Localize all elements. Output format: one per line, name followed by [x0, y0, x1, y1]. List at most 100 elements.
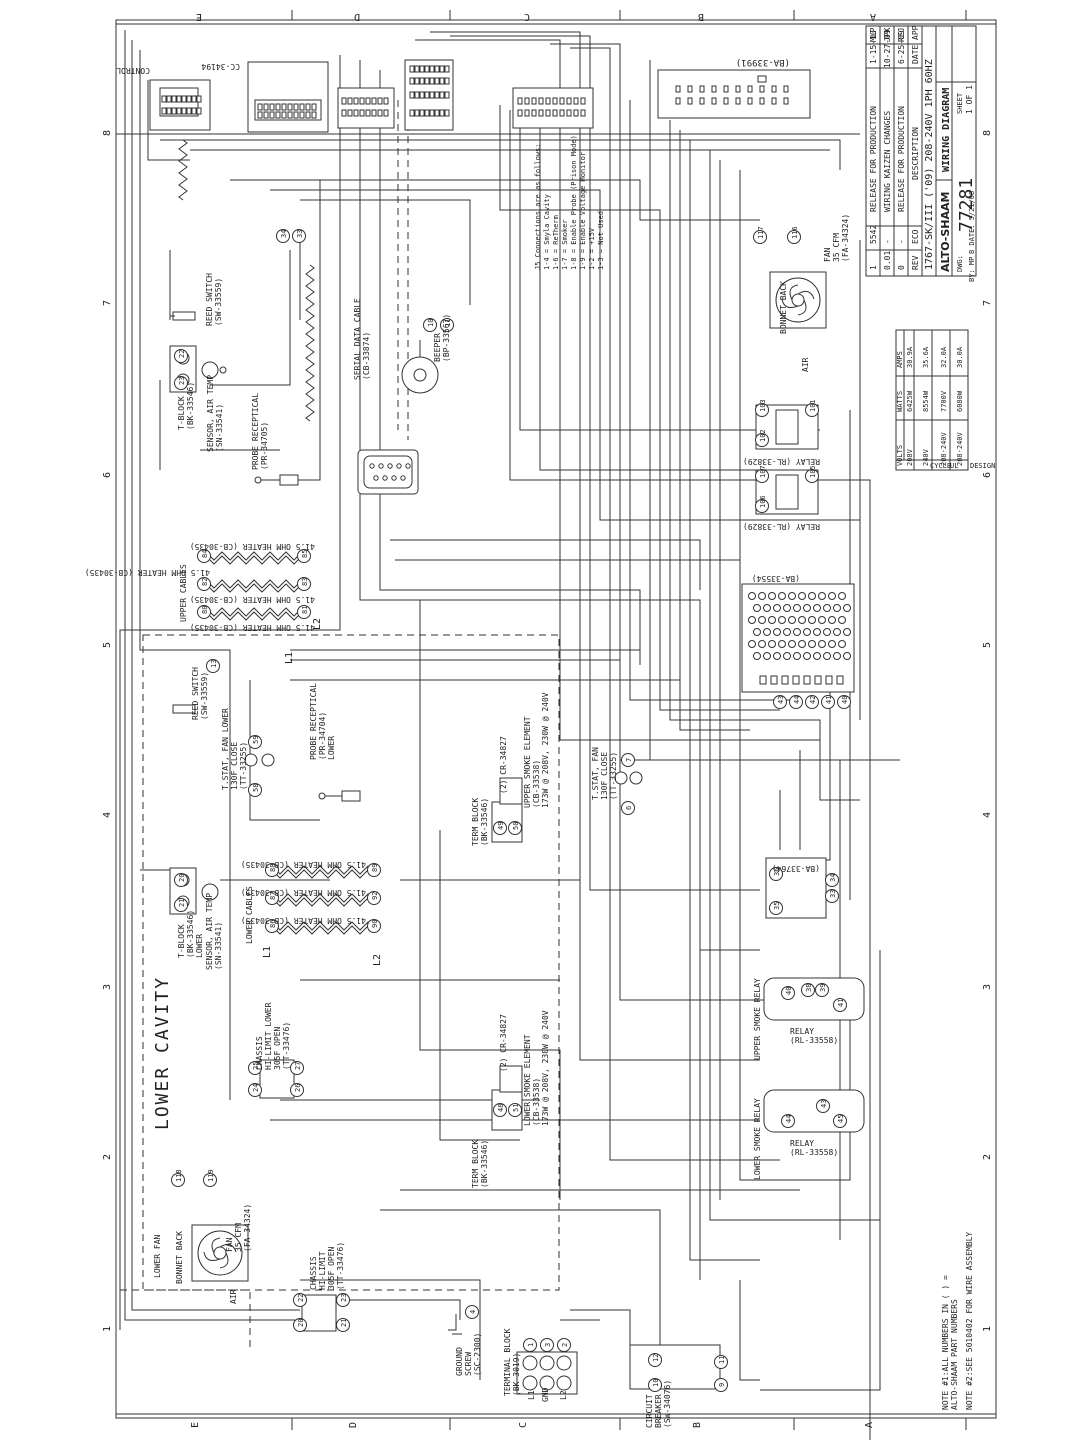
drawing-title: WIRING DIAGRAM [941, 88, 952, 172]
control-label-line: CONTROL [116, 66, 150, 75]
rating-header: AMPS [896, 351, 904, 368]
lower-cavity-outline [142, 634, 560, 1291]
db9-serial-port [357, 449, 419, 495]
rev2-app: JPK [883, 27, 892, 42]
upper-term-label: TERM BLOCK(BK-33546) [471, 798, 489, 846]
rev-head-desc: DESCRIPTION [911, 127, 920, 180]
wire-number: 22 [297, 1294, 305, 1302]
wire-number: 33 [296, 230, 304, 238]
upper-cr-label: (2) CR-34827 [499, 736, 508, 794]
row-marker-right: 7 [982, 300, 993, 306]
wire-number: 22 [178, 350, 186, 358]
upper-reed-label: REED SWITCH(SW-33559) [205, 273, 223, 326]
wire-number: 23 [178, 377, 186, 385]
rev-head-date: DATE [911, 45, 920, 64]
wire-number: 88 [269, 864, 277, 872]
wire-number: 82 [201, 578, 209, 586]
row-marker-right: 4 [982, 812, 993, 818]
rating-volts: 208-240V [940, 431, 948, 466]
lower-relay-label-line: (RL-33558) [790, 1148, 838, 1157]
lower-probe-label-line: (PR-34704) [318, 712, 327, 760]
wire-number: 25 [252, 1062, 260, 1070]
row-marker-right: 2 [982, 1154, 993, 1160]
row-marker-left: 2 [102, 1154, 113, 1160]
control-label: CONTROL [116, 66, 150, 75]
upper-air-label: AIR [801, 357, 810, 372]
wire-number: 20 [178, 874, 186, 882]
relay2-label: RELAY (RL-33829) [743, 522, 820, 531]
wire-number: 102 [759, 429, 767, 442]
wire-number: 7 [625, 758, 633, 762]
chassis-hi-label-line: HI-LIMIT [318, 1251, 327, 1290]
col-marker-top: C [524, 11, 530, 22]
row-marker-right: 1 [982, 1326, 993, 1332]
wire-number: 2 [561, 1343, 569, 1347]
wire-number: 59 [252, 736, 260, 744]
wire-number: 89 [371, 864, 379, 872]
col-marker-top: B [698, 11, 704, 22]
lower-chassis-label-line: (TT-33476) [282, 1022, 291, 1070]
wire-number: 84 [201, 550, 209, 558]
wire-number: 40 [841, 696, 849, 704]
wire-number: 117 [757, 226, 765, 239]
rev3-eco: - [897, 239, 906, 244]
lower-tblock-label: T-BLOCK(BK-33546)LOWER [177, 910, 204, 958]
wire-number: 81 [301, 606, 309, 614]
col-marker-bottom: B [692, 1422, 703, 1428]
wire-number: 1 [527, 1343, 535, 1347]
beeper-label: BEEPER(BP-33567) [433, 314, 451, 362]
upper-reed-switch [170, 311, 196, 321]
lower-air-label-line: AIR [229, 1289, 238, 1304]
beeper [401, 340, 439, 394]
rating-watts: 7700V [940, 390, 948, 412]
terminal-label-line: (BK-3019) [512, 1353, 521, 1396]
term-l2: L2 [559, 1390, 568, 1400]
cc-label-line: CC-34194 [201, 62, 240, 71]
wire-number: 24 [252, 1084, 260, 1092]
wire-number: 87 [269, 892, 277, 900]
lower-sensor-label-line: (SN-33541) [214, 922, 223, 970]
upper-smoke-relay-label: UPPER SMOKE RELAY [753, 978, 762, 1060]
upper-heater-3-label-line: 41.5 OHM HEATER (CB-30435) [190, 623, 315, 632]
wire-number: 35 [773, 902, 781, 910]
upper-fan-spec-label-line: FAN [823, 247, 832, 262]
serial-label-line: SERIAL DATA CABLE [353, 298, 362, 380]
upper-heater-3-label: 41.5 OHM HEATER (CB-30435) [190, 623, 315, 632]
ground-label-line: SCREW [464, 1352, 473, 1376]
control-connector [149, 79, 211, 131]
rev2-eco: - [883, 239, 892, 244]
breaker-label-line: CIRCUIT [645, 1394, 654, 1428]
upper-tblock-label: T-BLOCK(BK-33546) [177, 382, 195, 430]
lower-heater-top-label: 41.5 OHM HEATER (CB-30435) [241, 860, 366, 869]
col-marker-bottom: E [190, 1422, 201, 1428]
lower-sensor-label-line: SENSOR, AIR TEMP [205, 893, 214, 970]
lower-l1-label: L1 [262, 946, 273, 958]
wire-harness [116, 30, 900, 1444]
upper-reed-label-line: REED SWITCH [205, 273, 214, 326]
lower-cavity-label: LOWER CAVITY [152, 976, 173, 1130]
bdate-text: B DATE: 5/21/08 [968, 191, 976, 254]
beeper-label-line: BEEPER [433, 333, 442, 362]
lower-heater-mid-label: 41.5 OHM HEATER (CB-30435) [241, 888, 366, 897]
wire-number: 21 [340, 1319, 348, 1327]
upper-heaters [209, 551, 307, 621]
lower-fan [191, 1224, 249, 1282]
upper-sensor-label: SENSOR, AIR TEMP(SN-33541) [206, 375, 224, 452]
rev1-rev: 1 [869, 265, 878, 270]
lower-reed-label: REED SWITCH(SW-33559) [191, 667, 209, 720]
rev-head-app: APP [911, 25, 920, 40]
rev2-date: 10-27-09 [883, 29, 892, 68]
wire-number: 21 [178, 899, 186, 907]
chassis-hi-label-line: (TT-33476) [336, 1242, 345, 1290]
lower-probe-label-line: LOWER [327, 736, 336, 760]
ba3399-label: (BA-33991) [736, 57, 790, 67]
wire-number: 26 [294, 1084, 302, 1092]
col-marker-top: D [354, 11, 360, 22]
wire-number: 51 [512, 1104, 520, 1112]
chassis-hi-limit [301, 1294, 337, 1332]
